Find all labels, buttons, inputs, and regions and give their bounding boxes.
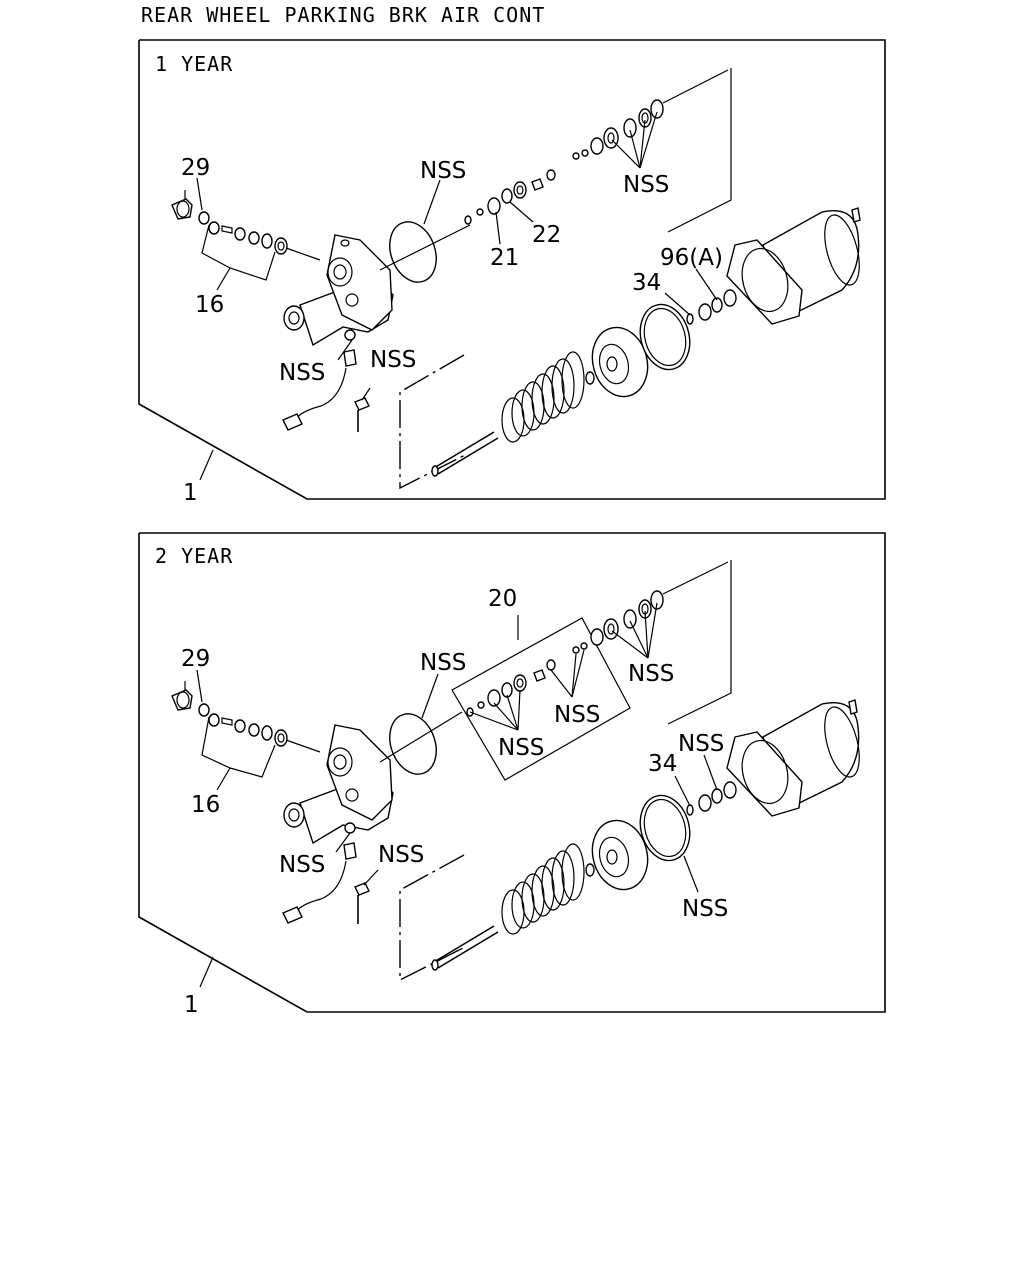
- callout-nss-sensor: NSS: [279, 360, 325, 386]
- valve-body: [283, 234, 394, 347]
- inner-valve-parts: [464, 149, 589, 225]
- callout-nss-kit-b: NSS: [554, 702, 600, 728]
- part-29-fitting: [171, 681, 210, 717]
- callout-34: 34: [648, 751, 677, 777]
- return-spring: [501, 351, 585, 443]
- panel-frame: [138, 532, 886, 1013]
- callout-21: 21: [490, 245, 519, 271]
- push-rod: [431, 925, 499, 971]
- callout-29: 29: [181, 155, 210, 181]
- pressure-sensor: [282, 822, 357, 924]
- seal-ring: [639, 794, 691, 862]
- callout-1: 1: [184, 992, 199, 1018]
- spring-chamber: [726, 207, 861, 325]
- part-29-fitting: [171, 190, 210, 225]
- panel-1-year: 1 YEAR 1 29 16: [138, 39, 886, 506]
- page-title: REAR WHEEL PARKING BRK AIR CONT: [141, 3, 546, 27]
- callout-16: 16: [195, 292, 224, 318]
- callout-nss-seals: NSS: [623, 172, 669, 198]
- panel-2-year: 2 YEAR 1 29 16: [138, 532, 886, 1018]
- part-16-seal-kit: [208, 221, 288, 255]
- callout-22: 22: [532, 222, 561, 248]
- panel-heading: 1 YEAR: [155, 52, 233, 76]
- callout-96a: 96(A): [660, 245, 723, 271]
- callout-nss-washer: NSS: [678, 731, 724, 757]
- panel-heading: 2 YEAR: [155, 544, 233, 568]
- diaphragm: [389, 713, 437, 775]
- callout-nss-seals: NSS: [628, 661, 674, 687]
- callout-1: 1: [183, 480, 198, 506]
- seal-ring: [639, 303, 691, 371]
- callout-nss-bolt: NSS: [378, 842, 424, 868]
- spring-chamber: [726, 699, 860, 817]
- callout-nss-diaphragm: NSS: [420, 650, 466, 676]
- callout-20: 20: [488, 586, 517, 612]
- callout-nss-kit-a: NSS: [498, 735, 544, 761]
- upper-seal-set: [590, 590, 664, 646]
- callout-nss-ring: NSS: [682, 896, 728, 922]
- pressure-sensor: [282, 329, 357, 431]
- lower-group-bracket: [399, 854, 468, 982]
- callout-16: 16: [191, 792, 220, 818]
- callout-nss-diaphragm: NSS: [420, 158, 466, 184]
- part-16-seal-kit: [208, 713, 288, 747]
- callout-29: 29: [181, 646, 210, 672]
- diaphragm: [389, 221, 437, 283]
- upper-seal-set: [590, 99, 664, 155]
- callout-nss-bolt: NSS: [370, 347, 416, 373]
- piston: [591, 326, 649, 398]
- part-20-kit-box: [451, 617, 631, 781]
- callout-nss-sensor: NSS: [279, 852, 325, 878]
- mounting-bolt: [354, 397, 370, 432]
- push-rod: [431, 431, 499, 477]
- callout-34: 34: [632, 270, 661, 296]
- mounting-bolt: [354, 882, 370, 924]
- valve-body: [283, 724, 394, 845]
- piston: [591, 819, 649, 891]
- kit-20-parts: [466, 642, 588, 717]
- panel-frame: [138, 39, 886, 500]
- return-spring: [501, 843, 585, 935]
